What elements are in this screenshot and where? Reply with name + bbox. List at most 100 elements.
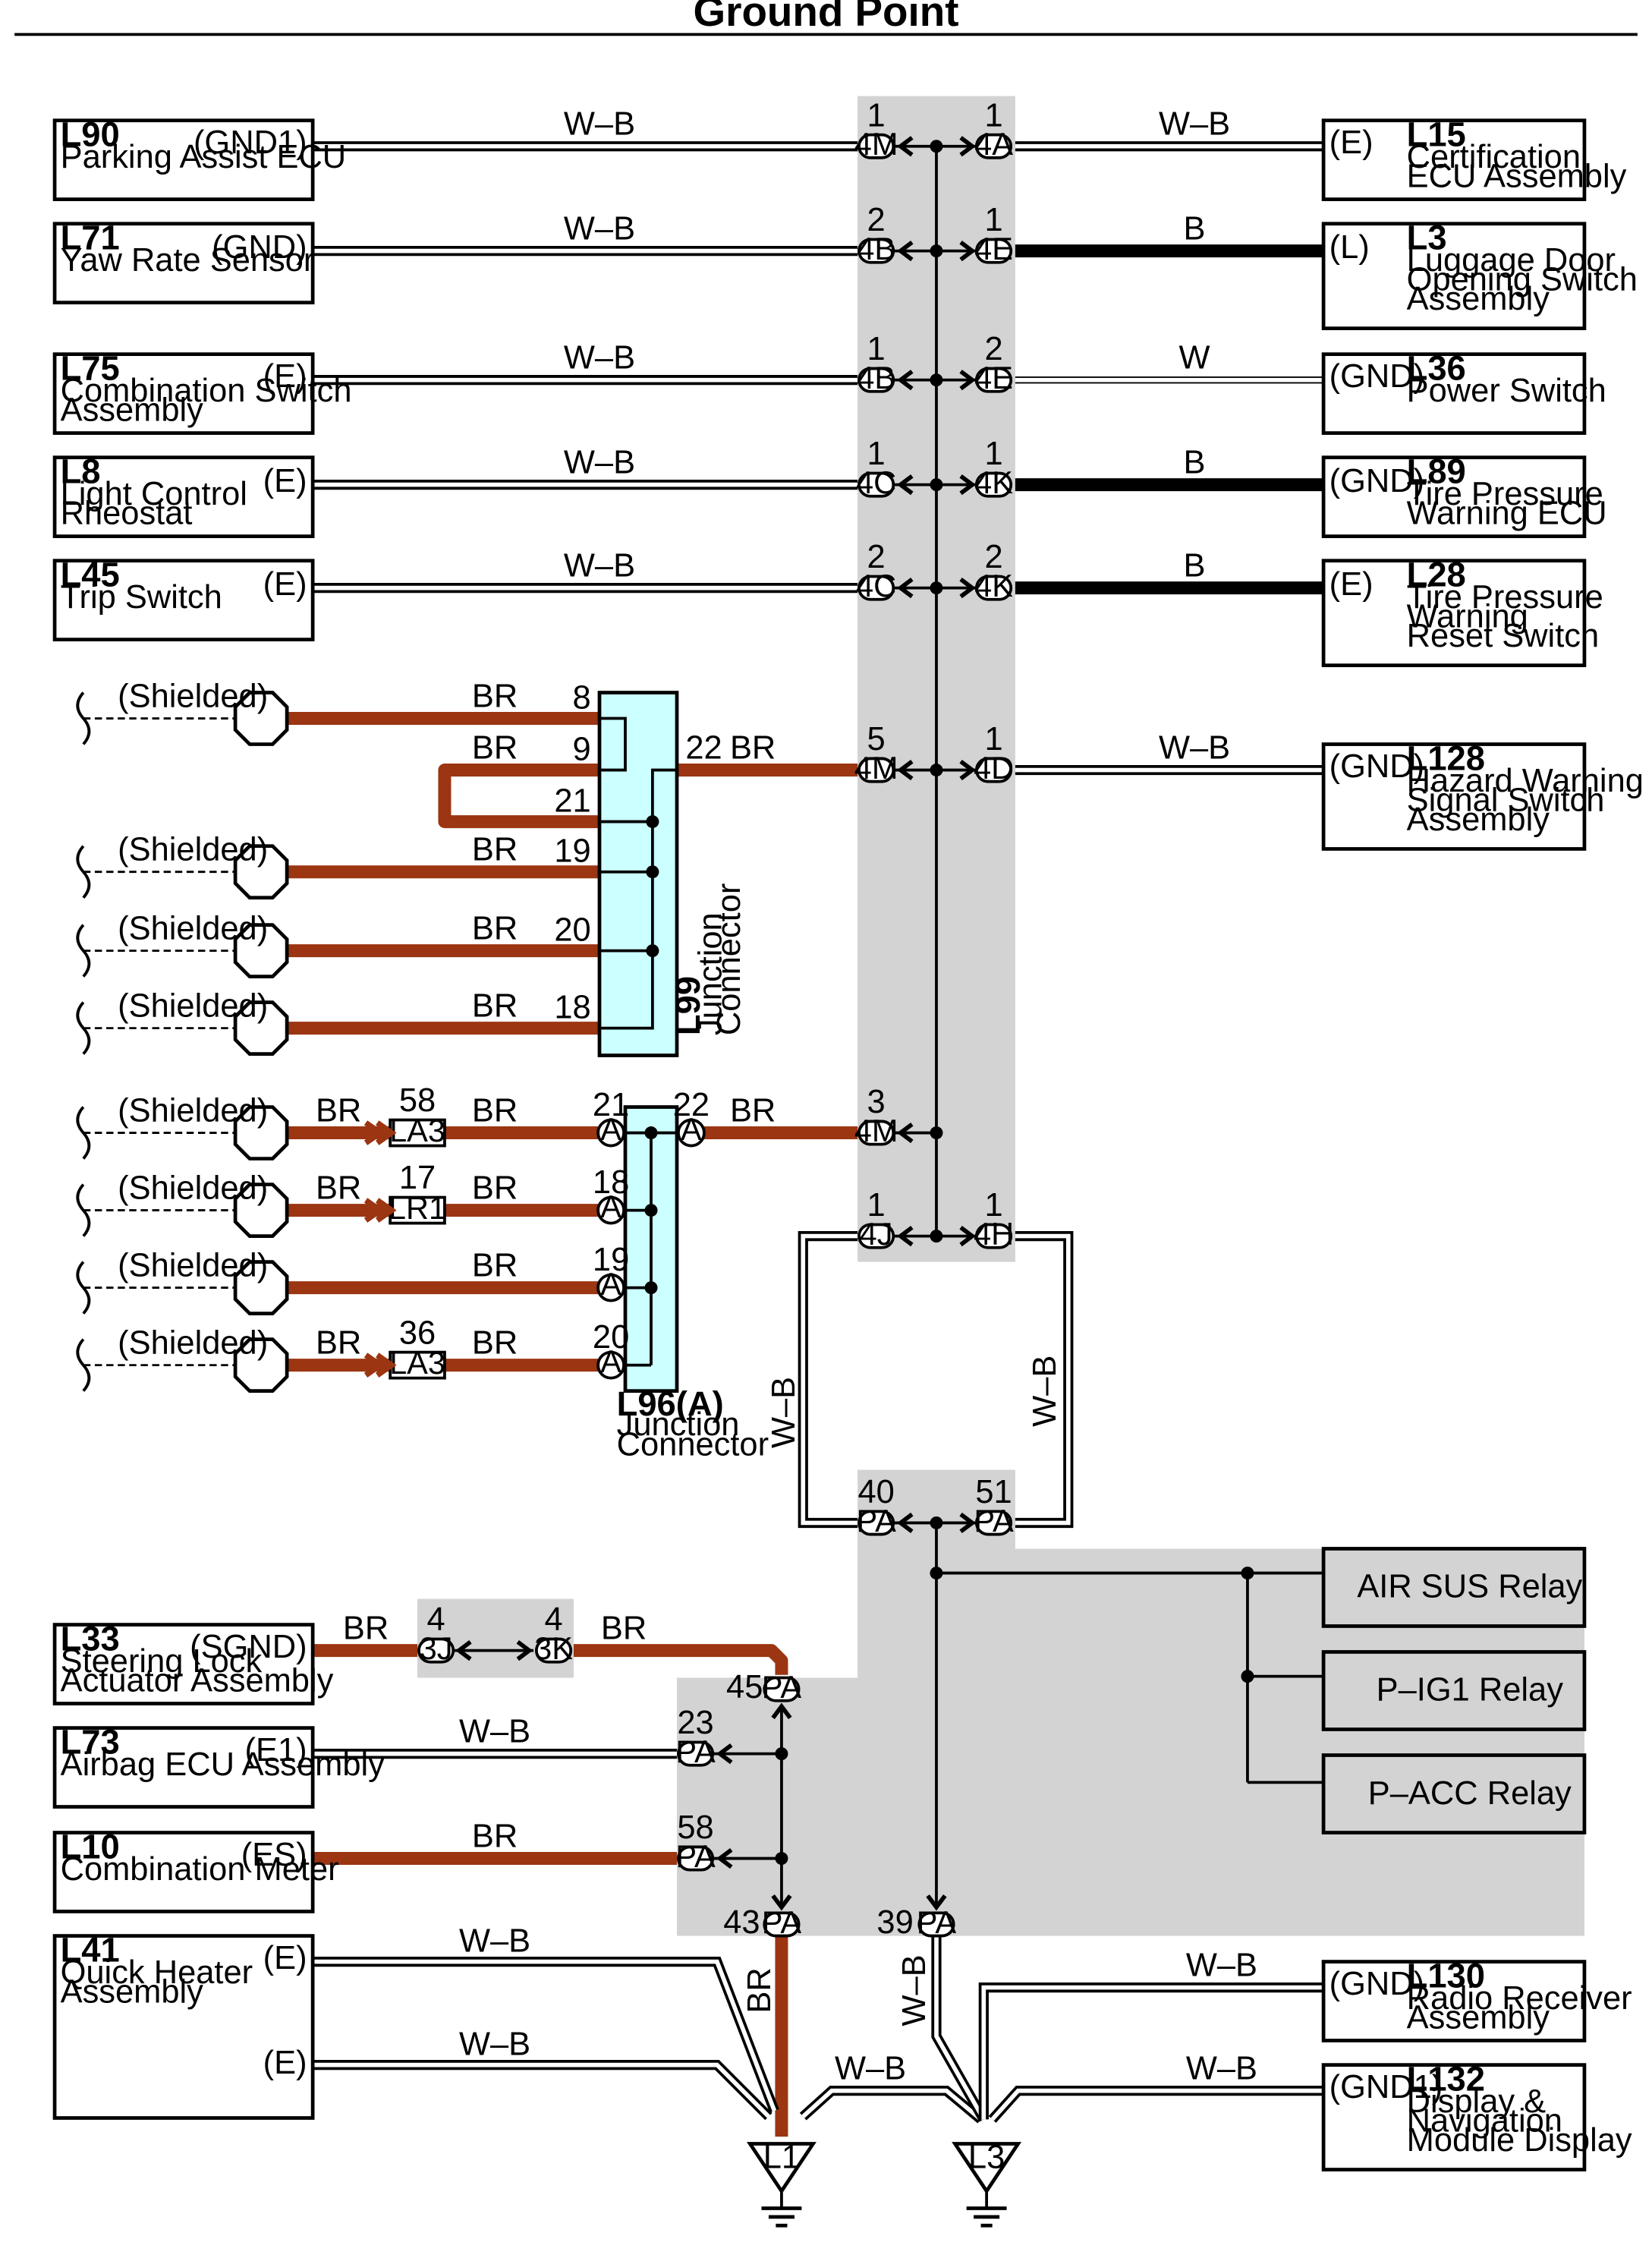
- pin-circle: [596, 1273, 625, 1302]
- inline-connector-label: LR1: [389, 1190, 446, 1226]
- junction-code: L96(A): [617, 1384, 724, 1423]
- component-name: Warning ECU: [1407, 496, 1607, 532]
- pin-4E: 4E: [974, 360, 1013, 395]
- pin-pill: [857, 757, 895, 783]
- component-code: L45: [61, 556, 120, 594]
- pin-number: 22: [673, 1087, 710, 1123]
- wire-color-label: W–B: [835, 2051, 906, 2087]
- chevron-left-icon: [897, 578, 914, 599]
- wire-color-label: BR: [472, 1247, 518, 1283]
- component-code: L89: [1407, 452, 1466, 491]
- pin-number: 5: [867, 721, 886, 757]
- splice-dot: [930, 764, 943, 777]
- splice-dot: [930, 373, 943, 387]
- component-box: [52, 1726, 315, 1809]
- pin-number: 1: [867, 97, 886, 134]
- ground-triangle: [746, 2142, 817, 2195]
- component-code: L132: [1407, 2060, 1485, 2099]
- pin-pill: [857, 1510, 895, 1536]
- wire-color-label: BR: [472, 1325, 518, 1362]
- chevron-right-icon: [959, 1512, 976, 1534]
- component-name: Airbag ECU Assembly: [61, 1746, 385, 1783]
- component-code: L128: [1407, 739, 1485, 778]
- shield-ground-icon: [233, 1000, 289, 1057]
- shield-ground-icon: [233, 1105, 289, 1160]
- inline-connector-box: [389, 1195, 446, 1225]
- terminal-label: (E): [1329, 566, 1374, 603]
- pin-number: 17: [399, 1160, 436, 1196]
- component-box: [52, 1934, 315, 2120]
- junction-code: L99: [669, 976, 707, 1035]
- terminal-label: (GND1): [1329, 2069, 1443, 2105]
- component-box: [52, 118, 315, 201]
- component-code: L33: [61, 1620, 120, 1658]
- splice-dot: [646, 944, 659, 958]
- relay-rect: [1321, 1753, 1587, 1834]
- shielded-wire: (Shielded): [76, 988, 289, 1057]
- chevron-left-icon: [897, 136, 914, 157]
- wire-color-label: W–B: [766, 1377, 802, 1448]
- ground-label: L3: [968, 2140, 1005, 2176]
- shielded-label: (Shielded): [118, 832, 268, 868]
- pin-label: 4C: [856, 465, 896, 500]
- pin-pill: [763, 1676, 801, 1702]
- wire-color-label: W–B: [459, 1714, 530, 1750]
- chevron-down-icon: [771, 1894, 792, 1911]
- inline-connector-label: LA3: [389, 1113, 445, 1148]
- pin-label: 4D: [974, 750, 1014, 786]
- splice-dot: [930, 1567, 943, 1580]
- component-box: [1321, 222, 1587, 331]
- pin-4A: 4A: [974, 126, 1013, 162]
- l130-wire-core: [981, 1985, 1324, 2120]
- wire-color-label: W–B: [896, 1954, 933, 2026]
- shielded-wire: (Shielded): [76, 832, 289, 900]
- relay-label: P–IG1 Relay: [1377, 1672, 1564, 1708]
- inline-connector-label: LA3: [389, 1345, 445, 1381]
- pin-pill: [974, 1510, 1013, 1536]
- wire-color-label: BR: [472, 988, 518, 1025]
- junction-name: Junction: [617, 1406, 740, 1443]
- component-code: L73: [61, 1723, 120, 1762]
- shielded-wire: (Shielded): [76, 1170, 289, 1238]
- connector-pin: PA: [675, 1734, 716, 1769]
- pin-pill: [974, 238, 1013, 264]
- pin-pill: [857, 575, 895, 601]
- component-name: Signal Switch: [1407, 782, 1605, 818]
- pin-pill: [917, 1911, 955, 1938]
- pin-number: 4: [544, 1601, 562, 1638]
- component-box: [52, 455, 315, 538]
- pin-number: 58: [677, 1809, 713, 1846]
- pin-label: 3K: [534, 1630, 573, 1666]
- pin-pill: [417, 1637, 455, 1664]
- terminal-label: (E): [1329, 124, 1374, 161]
- bus-lines: [780, 143, 1323, 1907]
- terminal-label: (E): [263, 463, 307, 499]
- terminal-label: (GND): [1329, 1966, 1424, 2002]
- component-code: L10: [61, 1828, 120, 1866]
- component-name: Warning: [1407, 599, 1528, 635]
- component-code: L28: [1407, 556, 1466, 594]
- pin-label: A: [600, 1266, 621, 1302]
- pin-label: 4A: [974, 126, 1013, 162]
- wire-color-label: W–B: [459, 1923, 530, 1959]
- component-box: [1321, 742, 1587, 851]
- splice-dot: [930, 478, 943, 492]
- wire-color-label: W–B: [564, 211, 635, 247]
- wire-color-label: BR: [472, 911, 518, 947]
- component-box: [1321, 1960, 1587, 2042]
- loop-left: [798, 1230, 858, 1529]
- pin-number: 1: [984, 202, 1002, 238]
- relay-rect: [1321, 1547, 1587, 1628]
- splice-dot: [1241, 1670, 1254, 1683]
- shielded-wire: (Shielded): [76, 678, 289, 746]
- chevron-right-icon: [959, 136, 976, 157]
- connector-pin: PA: [856, 1503, 896, 1538]
- wire-color-label: BR: [472, 1818, 518, 1854]
- component-code: L130: [1407, 1957, 1485, 1995]
- shielded-label: (Shielded): [118, 1247, 268, 1283]
- pin-pill: [857, 133, 895, 159]
